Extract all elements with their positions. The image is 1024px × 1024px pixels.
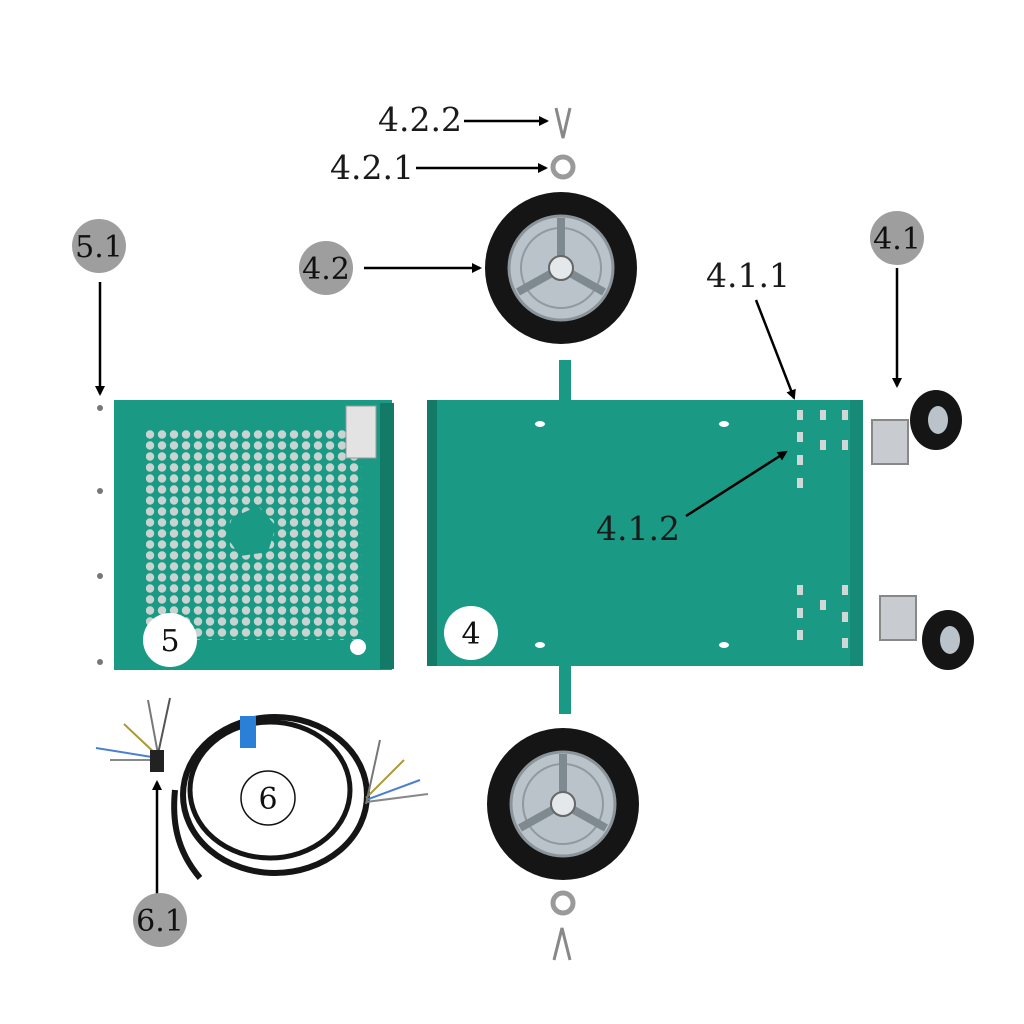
side-panel [97,400,394,670]
cotter-pin-top [554,107,572,139]
label-4-1: 4.1 [873,222,921,257]
arrow-4-1-2 [685,450,788,518]
base-plate [427,360,863,714]
washer-bottom [550,890,576,916]
badge-4 [444,606,498,660]
washer-top [550,154,576,180]
label-4-2-1: 4.2.1 [330,148,414,187]
label-4-1-1: 4.1.1 [706,256,790,295]
badge-6 [240,770,296,826]
caster-top [871,390,962,465]
badge-5-1 [72,219,126,273]
caster-bottom [879,595,974,670]
badge-6-1 [133,893,187,947]
wheel-bottom [487,728,639,880]
label-4: 4 [461,617,480,652]
label-6-1: 6.1 [136,904,184,939]
label-6: 6 [258,782,277,817]
label-5: 5 [160,624,179,659]
label-4-2-2: 4.2.2 [378,100,462,139]
label-4-2: 4.2 [302,252,350,287]
arrow-4-1-1 [754,299,796,400]
leader-arrows [95,116,902,896]
label-4-1-2: 4.1.2 [596,509,680,548]
badge-4-2 [299,241,353,295]
wheel-top [485,192,637,344]
power-cable [95,697,429,880]
badge-5 [143,613,197,667]
label-5-1: 5.1 [75,230,123,265]
badge-4-1 [870,211,924,265]
cotter-pin-bottom [552,927,572,961]
